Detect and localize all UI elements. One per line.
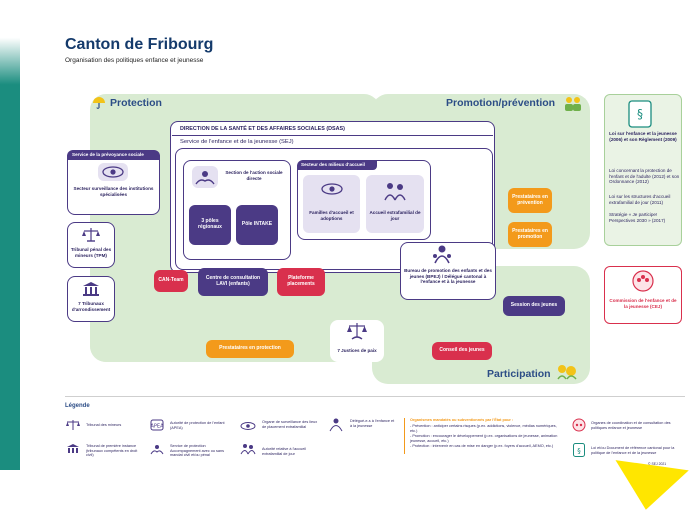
legend-eye-icon	[240, 421, 256, 431]
legend-document-icon: §	[573, 443, 585, 457]
legend-item-9: Loi et/ou Document de référence cantonal…	[591, 446, 675, 455]
bullet-2: Loi sur les structures d'accueil extrafa…	[609, 194, 671, 205]
eye-icon-2	[318, 181, 346, 197]
bullet-3: Stratégie « Je participe! Perspectives 2…	[609, 212, 666, 223]
prevoyance-header	[67, 150, 160, 160]
participation-label: Participation	[487, 368, 551, 380]
legend-orange-2: - Prévention : anticiper certains risque…	[410, 424, 557, 433]
legend-item-4: Service de protection Accompagnement ave…	[170, 444, 225, 458]
tpm-label: Tribunal pénal des mineurs (TPM)	[70, 247, 112, 258]
familles-box	[303, 175, 360, 233]
arrondissement-label: 7 Tribunaux d'arrondissement	[71, 301, 111, 312]
legend-apea-icon: APEA	[150, 419, 164, 431]
sej-title: Service de l'enfance et de la jeunesse (…	[180, 139, 294, 145]
plateforme-box: Plateforme placements	[277, 268, 325, 296]
promotion-people-icon	[563, 96, 583, 112]
extrafamilial-label: Accueil extrafamilial de jour	[369, 210, 421, 221]
legend-children-icon	[240, 443, 256, 455]
legend-orange-4: - Protection : intervenir en cas de mise…	[410, 444, 554, 448]
courthouse-icon	[82, 281, 100, 297]
legend-title: Légende	[65, 403, 90, 409]
prestataires-prevention-box: Prestataires en prévention	[508, 188, 552, 213]
prestataires-promotion-box: Prestataires en promotion	[508, 222, 552, 247]
scales-icon	[82, 227, 100, 243]
protection-label: Protection	[110, 97, 162, 109]
pole-intake-box: Pôle INTAKE	[236, 205, 278, 245]
action-sociale-label: Section de l'action sociale directe	[225, 170, 283, 181]
legend-item-2: Tribunal de première instance (tribunaux…	[86, 444, 138, 458]
children-icon	[382, 180, 408, 202]
legend-item-8: Organes de coordination et de consultati…	[591, 421, 671, 430]
legend-item-7: Délégué-e-s à l'enfance et à la jeunesse	[350, 419, 395, 428]
poles-regionaux-box: 3 pôles régionaux	[189, 205, 231, 245]
lavi-box: Centre de consultation LAVI (enfants)	[198, 268, 268, 296]
promotion-label: Promotion/prévention	[446, 97, 556, 109]
legend-item-1: Tribunal des mineurs	[86, 423, 122, 427]
commission-icon	[632, 270, 654, 292]
bpej-label: Bureau de promotion des enfants et des j…	[404, 268, 492, 284]
dsas-divider	[172, 135, 493, 136]
session-jeunes-box: Session des jeunes	[503, 296, 565, 316]
document-icon: §	[628, 100, 652, 128]
legend-orange-3: - Promotion : encourager le développemen…	[410, 434, 558, 443]
legend-item-5: Organe de surveillance des lieux de plac…	[262, 420, 318, 429]
legend-scales-icon	[66, 419, 80, 431]
can-team-box: CAN-Team	[154, 270, 188, 292]
svg-text:APEA: APEA	[150, 424, 164, 430]
protection-icon	[92, 96, 106, 110]
page-subtitle: Organisation des politiques enfance et j…	[65, 57, 204, 64]
justices-paix-label: 7 Justices de paix	[337, 348, 377, 353]
loi-enfance-label: Loi sur l'enfance et la jeunesse (2006) …	[609, 131, 677, 142]
legend-orange-1: Organismes mandatés ou subventionnés par…	[410, 418, 514, 422]
bpej-box	[400, 242, 496, 300]
familles-label: Familles d'accueil et adoptions	[309, 210, 354, 221]
prevoyance-label: Secteur surveillance des institutions sp…	[73, 186, 154, 197]
delegate-icon	[431, 244, 453, 264]
milieux-accueil-header-text: Secteur des milieux d'accueil	[301, 162, 365, 167]
conseil-jeunes-box: Conseil des jeunes	[432, 342, 492, 360]
left-teal-strip	[0, 0, 20, 470]
commission-label: Commission de l'enfance et de la jeuness…	[609, 298, 677, 309]
svg-text:§: §	[577, 447, 581, 455]
legend-courthouse-icon	[66, 443, 80, 455]
legend-delegate-icon	[328, 418, 344, 432]
participation-icon	[556, 364, 578, 380]
legend-item-3: Autorité de protection de l'enfant (APEA…	[170, 421, 225, 430]
svg-text:§: §	[637, 107, 643, 121]
page-title: Canton de Fribourg	[65, 36, 214, 53]
dsas-title: DIRECTION DE LA SANTÉ ET DES AFFAIRES SO…	[180, 126, 345, 132]
hands-icon	[192, 166, 218, 188]
footer-copyright: © SEJ 2021	[648, 462, 667, 466]
legend-orange-bar	[404, 418, 406, 454]
prestataires-protection-box: Prestataires en protection	[206, 340, 294, 358]
legend-divider	[65, 396, 685, 397]
handshake-icon	[346, 322, 368, 342]
legend-hands-icon	[150, 443, 164, 455]
prevoyance-header-text: Service de la prévoyance sociale	[72, 152, 144, 157]
legend-item-6: Autorité relative à l'accueil extrafamil…	[262, 447, 306, 456]
bullet-1: Loi concernant la protection de l'enfant…	[609, 168, 680, 184]
milieux-accueil-header	[297, 160, 377, 170]
legend-commission-icon	[572, 418, 586, 432]
extrafamilial-box	[366, 175, 424, 233]
yellow-corner-triangle	[609, 460, 689, 515]
eye-icon	[98, 163, 128, 181]
